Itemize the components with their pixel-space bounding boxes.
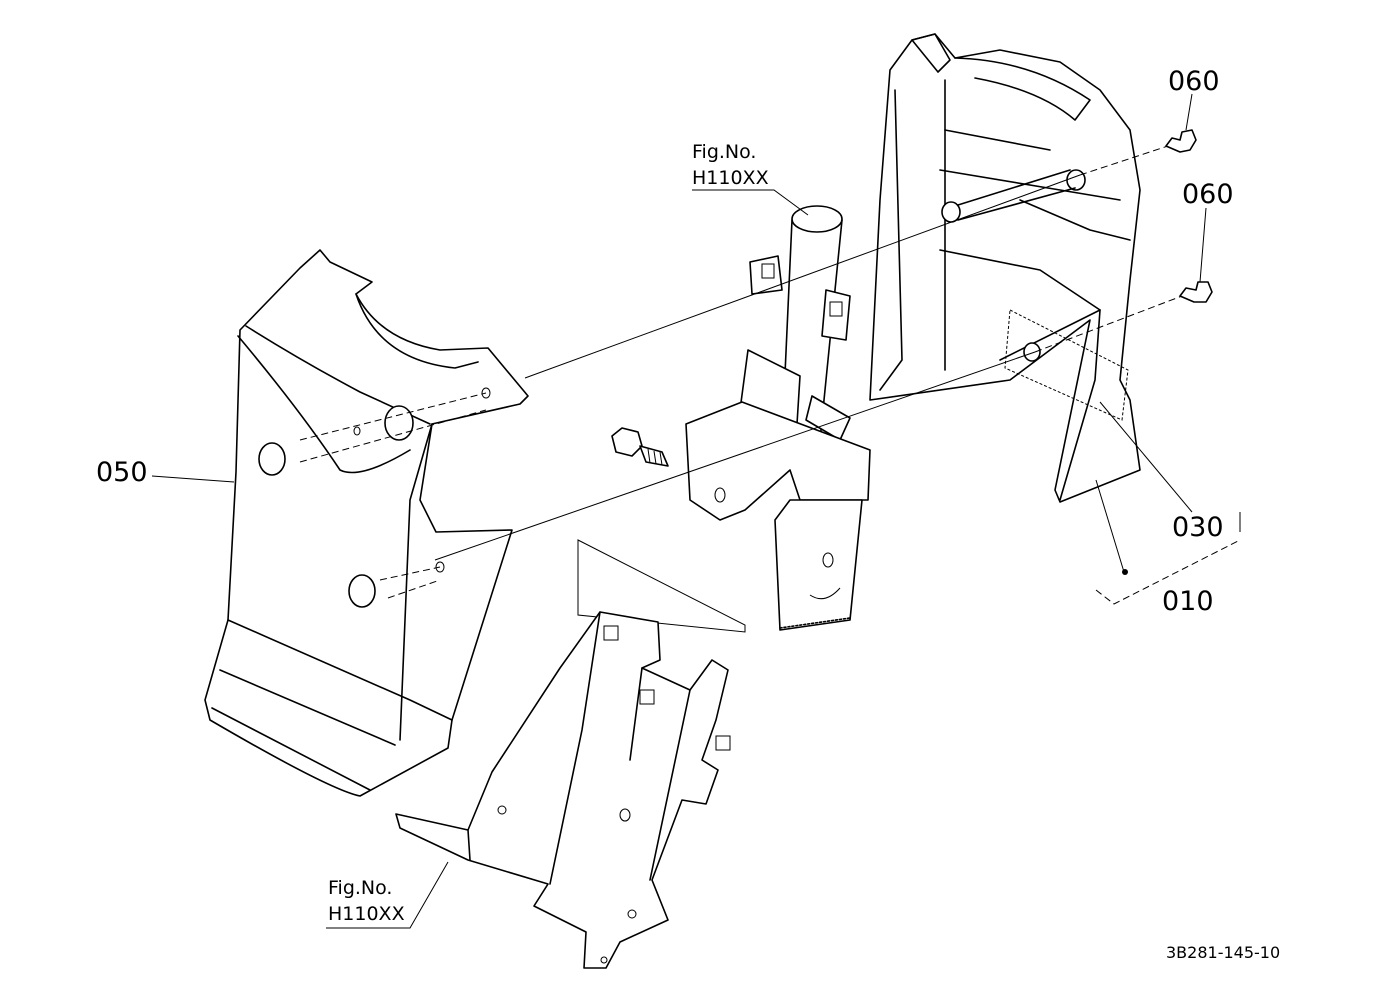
- drawing-code: 3B281-145-10: [1166, 943, 1280, 962]
- front-cover-050: [204, 249, 529, 797]
- rear-cover-010: [869, 33, 1141, 503]
- label-060-bottom: 060: [1182, 179, 1234, 210]
- hex-bolt-icon: [611, 427, 669, 467]
- flange-screw-icon: [1179, 281, 1213, 303]
- leader-dot: [1122, 569, 1128, 575]
- label-030: 030: [1172, 512, 1224, 543]
- fig-ref-top-line2: H110XX: [692, 167, 769, 189]
- label-050: 050: [96, 457, 148, 488]
- fig-ref-bottom-line2: H110XX: [328, 903, 405, 925]
- steering-column-bracket: [577, 205, 871, 633]
- assembly-lines: [434, 145, 1183, 561]
- flange-screw-icon: [1165, 129, 1197, 153]
- fig-ref-top-line1: Fig.No.: [692, 141, 756, 163]
- fig-ref-bottom-line1: Fig.No.: [328, 877, 392, 899]
- lower-mounting-bracket: [395, 611, 731, 969]
- label-060-top: 060: [1168, 66, 1220, 97]
- label-010: 010: [1162, 586, 1214, 617]
